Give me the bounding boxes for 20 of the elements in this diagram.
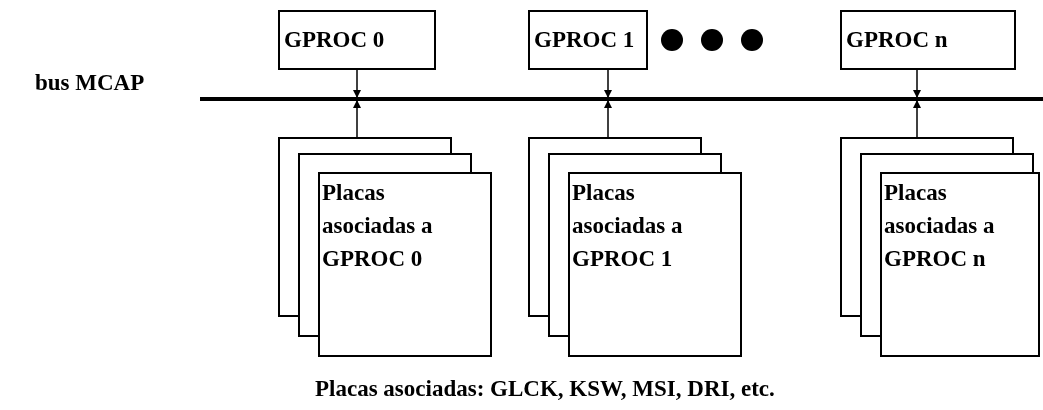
processor-box (528, 10, 648, 70)
note: Placas asociadas: GLCK, KSW, MSI, DRI, etc. (315, 375, 775, 403)
card-stack (840, 137, 1040, 357)
arrow (353, 69, 361, 98)
bus-label: bus MCAP (35, 69, 145, 97)
arrow (353, 100, 361, 138)
processor-box (840, 10, 1016, 70)
card-text: Placas asociadas a GPROC n (884, 179, 996, 273)
box-label: GPROC n (846, 25, 948, 54)
card-text: Placas asociadas a GPROC 1 (572, 179, 684, 273)
arrow (604, 69, 612, 98)
arrow (913, 100, 921, 138)
card-stack (278, 137, 492, 357)
arrow (913, 69, 921, 98)
box-label: GPROC 0 (284, 25, 385, 54)
card-stack (528, 137, 742, 357)
processor-box (278, 10, 436, 70)
box-label: GPROC 1 (534, 25, 635, 54)
card-text: Placas asociadas a GPROC 0 (322, 179, 434, 273)
arrow (604, 100, 612, 138)
